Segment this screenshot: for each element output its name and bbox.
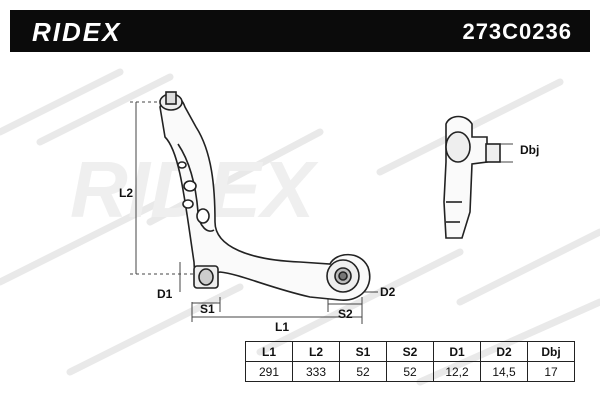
spec-value-cell: 17 — [527, 361, 575, 382]
dim-d2-label: D2 — [380, 285, 396, 299]
spec-value-cell: 14,5 — [480, 361, 528, 382]
spec-value-cell: 52 — [386, 361, 434, 382]
spec-value-row: 291 333 52 52 12,2 14,5 17 — [245, 361, 575, 382]
spec-value-cell: 333 — [292, 361, 340, 382]
spec-value-cell: 12,2 — [433, 361, 481, 382]
control-arm-drawing — [130, 91, 513, 324]
dim-dbj-label: Dbj — [520, 143, 540, 157]
dim-d1-label: D1 — [157, 287, 173, 301]
spec-value-cell: 291 — [245, 361, 293, 382]
part-number: 273C0236 — [462, 19, 572, 44]
dim-s2-label: S2 — [338, 307, 353, 321]
spec-value-cell: 52 — [339, 361, 387, 382]
spec-header-cell: D1 — [433, 341, 481, 362]
brand-logo: RIDEX — [32, 17, 122, 47]
spec-header-cell: S1 — [339, 341, 387, 362]
spec-header-cell: L2 — [292, 341, 340, 362]
spec-header-cell: L1 — [245, 341, 293, 362]
spec-table: L1 L2 S1 S2 D1 D2 Dbj 291 333 52 52 12,2… — [245, 341, 575, 382]
header-bar: RIDEX 273C0236 — [10, 10, 590, 52]
spec-header-cell: D2 — [480, 341, 528, 362]
dim-l1-label: L1 — [275, 320, 290, 334]
dim-l2-label: L2 — [119, 186, 134, 200]
spec-header-row: L1 L2 S1 S2 D1 D2 Dbj — [245, 341, 575, 362]
dim-s1-label: S1 — [200, 302, 215, 316]
spec-header-cell: S2 — [386, 341, 434, 362]
spec-header-cell: Dbj — [527, 341, 575, 362]
